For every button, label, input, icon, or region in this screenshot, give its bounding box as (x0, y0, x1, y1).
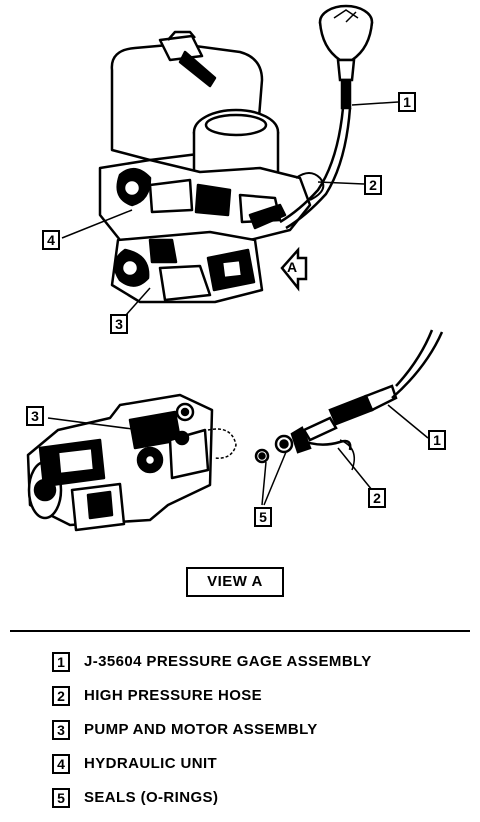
view-a-arrow (280, 246, 308, 292)
hose-fitting-view-a-illustration (254, 329, 444, 471)
legend-text: SEALS (O-RINGS) (84, 789, 219, 806)
hydraulic-unit-illustration (98, 30, 312, 304)
callout-2-lower: 2 (368, 488, 386, 508)
legend-text: J-35604 PRESSURE GAGE ASSEMBLY (84, 653, 372, 670)
pressure-gage-illustration (318, 4, 374, 110)
callout-1-top: 1 (398, 92, 416, 112)
legend-item: 2 HIGH PRESSURE HOSE (52, 686, 372, 720)
callout-4-top: 4 (42, 230, 60, 250)
callout-1-lower: 1 (428, 430, 446, 450)
legend: 1 J-35604 PRESSURE GAGE ASSEMBLY 2 HIGH … (52, 652, 372, 822)
legend-text: PUMP AND MOTOR ASSEMBLY (84, 721, 318, 738)
legend-text: HIGH PRESSURE HOSE (84, 687, 263, 704)
callout-3-lower: 3 (26, 406, 44, 426)
legend-item: 1 J-35604 PRESSURE GAGE ASSEMBLY (52, 652, 372, 686)
top-leader-lines (61, 101, 399, 316)
callout-3-top: 3 (110, 314, 128, 334)
view-a-label: VIEW A (186, 567, 284, 597)
legend-text: HYDRAULIC UNIT (84, 755, 218, 772)
legend-number: 3 (52, 720, 70, 740)
legend-number: 4 (52, 754, 70, 774)
legend-number: 2 (52, 686, 70, 706)
callout-5-lower: 5 (254, 507, 272, 527)
legend-item: 5 SEALS (O-RINGS) (52, 788, 372, 822)
legend-number: 5 (52, 788, 70, 808)
legend-divider (10, 630, 470, 632)
callout-2-top: 2 (364, 175, 382, 195)
legend-item: 3 PUMP AND MOTOR ASSEMBLY (52, 720, 372, 754)
legend-item: 4 HYDRAULIC UNIT (52, 754, 372, 788)
pump-motor-view-a-illustration (26, 393, 237, 532)
high-pressure-hose-illustration (279, 107, 352, 230)
view-a-arrow-letter: A (287, 259, 298, 275)
lower-leader-lines (47, 404, 429, 506)
legend-number: 1 (52, 652, 70, 672)
